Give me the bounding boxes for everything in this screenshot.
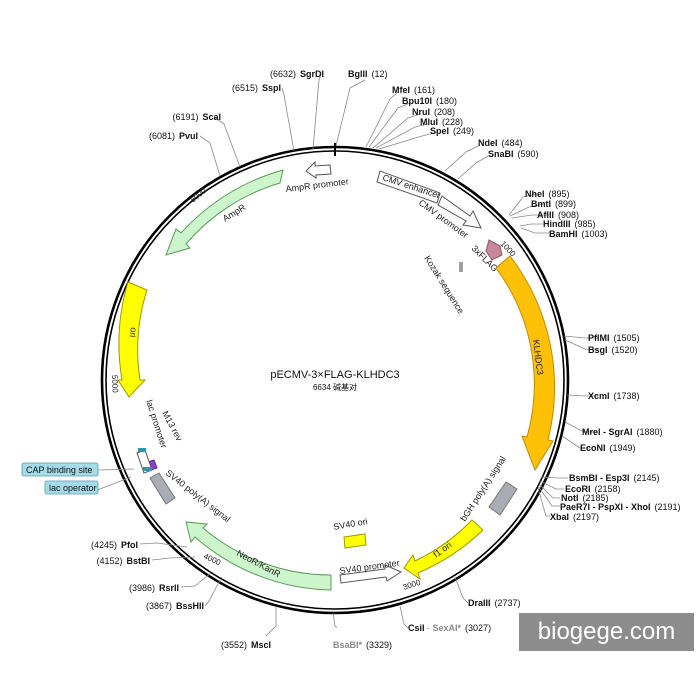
site-draiii[interactable]: DraIII(2737) — [468, 598, 521, 608]
f1-ori-arrow — [403, 519, 484, 581]
site-mlui[interactable]: MluI(228) — [420, 117, 463, 127]
ori-arrow — [117, 281, 148, 398]
site-xbai[interactable]: XbaI(2197) — [550, 512, 599, 522]
klhdc3-label: KLHDC3 — [531, 339, 545, 375]
site-pfoi[interactable]: (4245)PfoI — [91, 540, 138, 550]
plasmid-name: pECMV-3×FLAG-KLHDC3 — [270, 369, 399, 381]
sv40-ori-marker — [343, 533, 367, 549]
site-mfei[interactable]: MfeI(161) — [392, 85, 435, 95]
site-xcmi[interactable]: XcmI(1738) — [588, 391, 640, 401]
site-noti[interactable]: NotI(2185) — [561, 493, 609, 503]
neor-kanr-arrow — [185, 521, 332, 591]
sv40-promoter-arrow — [339, 564, 403, 584]
tick-6000: 6000 — [189, 186, 209, 205]
plasmid-size: 6634 碱基对 — [313, 382, 357, 392]
bgh-polya-signal-marker — [488, 481, 518, 516]
site-ndei[interactable]: NdeI(484) — [478, 138, 523, 148]
ampr-promoter-arrow — [305, 160, 332, 179]
site-ecori[interactable]: EcoRI(2158) — [565, 484, 621, 494]
site-hindiii[interactable]: HindIII(985) — [543, 219, 596, 229]
site-scai[interactable]: (6191)ScaI — [172, 112, 221, 122]
site-snabi[interactable]: SnaBI(590) — [488, 149, 539, 159]
lac-operator-marker — [143, 467, 152, 471]
watermark: biogege.com — [519, 613, 694, 651]
site-econi[interactable]: EcoNI(1949) — [580, 443, 636, 453]
cap-binding-site-tag-label: CAP binding site — [26, 465, 92, 475]
lac-operator-tag-label: lac operator — [49, 483, 97, 493]
site-bsshii[interactable]: (3867)BssHII — [146, 601, 204, 611]
site-pflmi[interactable]: PflMI(1505) — [588, 333, 640, 343]
site-mrei-sgrai[interactable]: MreI - SgrAI(1880) — [582, 427, 663, 437]
site-rsrii[interactable]: (3986)RsrII — [129, 583, 179, 593]
sv40-ori-label: SV40 ori — [333, 516, 369, 532]
cap-binding-site-marker — [138, 448, 146, 452]
site-pvui[interactable]: (6081)PvuI — [149, 131, 198, 141]
site-sspi[interactable]: (6515)SspI — [232, 83, 281, 93]
ampr-promoter-label: AmpR promoter — [285, 176, 349, 194]
site-msci[interactable]: (3552)MscI — [221, 640, 271, 650]
ampr-arrow — [165, 169, 284, 256]
lac-promoter-label: lac promoter — [144, 399, 169, 450]
site-bglii[interactable]: BglII(12) — [348, 69, 388, 79]
site-bsmbi-esp3i[interactable]: BsmBI - Esp3I(2145) — [569, 473, 660, 483]
cmv-enhancer-arrow — [376, 170, 441, 204]
3xflag-marker — [485, 239, 503, 261]
tick-3000: 3000 — [402, 578, 422, 592]
site-bsabi[interactable]: BsaBI*(3329) — [333, 640, 392, 650]
site-aflii[interactable]: AflII(908) — [537, 210, 579, 220]
cap-binding-site-tag[interactable] — [21, 462, 99, 477]
site-nhei[interactable]: NheI(895) — [525, 189, 570, 199]
site-bstbi[interactable]: (4152)BstBI — [96, 556, 150, 566]
kozak-sequence-marker — [459, 262, 463, 272]
site-paer7i-pspxi-xhoi[interactable]: PaeR7I - PspXI - XhoI(2191) — [560, 502, 681, 512]
site-spei[interactable]: SpeI(249) — [430, 126, 474, 136]
sv40-polya-signal-marker — [149, 472, 176, 505]
tick-5000: 5000 — [110, 375, 120, 394]
site-csii-sexai[interactable]: CsiI - SexAI*(3027) — [408, 623, 491, 633]
klhdc3-arrow — [495, 255, 555, 472]
site-bsgi[interactable]: BsgI(1520) — [588, 345, 638, 355]
site-bmti[interactable]: BmtI(899) — [531, 199, 576, 209]
site-sgrdi[interactable]: (6632)SgrDI — [270, 69, 324, 79]
site-bamhi[interactable]: BamHI(1003) — [549, 229, 608, 239]
site-leader-lines — [97, 73, 599, 637]
site-nrui[interactable]: NruI(208) — [412, 107, 455, 117]
site-bpu10i[interactable]: Bpu10I(180) — [402, 96, 457, 106]
ori-label: ori — [128, 327, 139, 338]
lac-operator-tag[interactable] — [44, 480, 99, 495]
cmv-promoter-arrow — [437, 195, 482, 229]
